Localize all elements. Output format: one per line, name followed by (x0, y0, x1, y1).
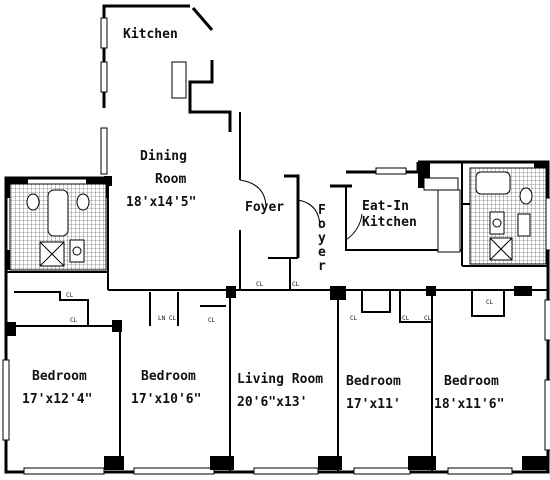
closet-label: CL (402, 315, 410, 322)
closet-label: CL (292, 281, 300, 288)
room-size-bedroom-1: 17'x12'4" (22, 392, 92, 407)
room-label-bedroom-4: Bedroom (444, 374, 499, 389)
room-label-living: Living Room (237, 372, 323, 387)
toilet-icon (26, 193, 40, 211)
closet-label: CL (208, 317, 216, 324)
bath-right (469, 167, 547, 265)
sink-icon (489, 211, 505, 235)
windows (2, 17, 550, 475)
toilet-icon (76, 193, 90, 211)
room-label-eat-in: Eat-In (362, 199, 409, 214)
kitchen-counters (171, 61, 461, 253)
closet-label: CL (486, 299, 494, 306)
toilet-icon (519, 187, 533, 205)
room-label-dining: Dining (140, 149, 187, 164)
room-size-bedroom-2: 17'x10'6" (131, 392, 201, 407)
room-label-kitchen: Kitchen (123, 27, 178, 42)
door-swings (239, 179, 363, 241)
room-label-foyer-right: Foyer (318, 203, 326, 274)
closet-label: CL (350, 315, 358, 322)
closet-label: CL (66, 292, 74, 299)
foyer-vertical-letter: o (318, 217, 326, 232)
linen-closet-label: LN CL (158, 315, 176, 322)
room-label-bedroom-3: Bedroom (346, 374, 401, 389)
room-label-bedroom-2: Bedroom (141, 369, 196, 384)
bathtub-icon (47, 189, 69, 237)
foyer-vertical-letter: e (318, 245, 326, 260)
closet-label: CL (70, 317, 78, 324)
closet-label: CL (424, 315, 432, 322)
sink-icon (69, 239, 85, 263)
foyer-vertical-letter: F (318, 203, 326, 218)
room-size-bedroom-3: 17'x11' (346, 397, 401, 412)
room-label-dining-2: Room (155, 172, 186, 187)
interior-walls (6, 112, 548, 472)
room-size-bedroom-4: 18'x11'6" (434, 397, 504, 412)
foyer-vertical-letter: y (318, 231, 326, 246)
room-label-bedroom-1: Bedroom (32, 369, 87, 384)
room-label-foyer-left: Foyer (245, 200, 284, 215)
bathtub-icon (475, 171, 511, 195)
room-label-eat-in-2: Kitchen (362, 215, 417, 230)
room-size-living: 20'6"x13' (237, 395, 307, 410)
bath-left (9, 183, 107, 271)
room-size-dining: 18'x14'5" (126, 195, 196, 210)
foyer-vertical-letter: r (318, 259, 326, 274)
closet-label: CL (256, 281, 264, 288)
